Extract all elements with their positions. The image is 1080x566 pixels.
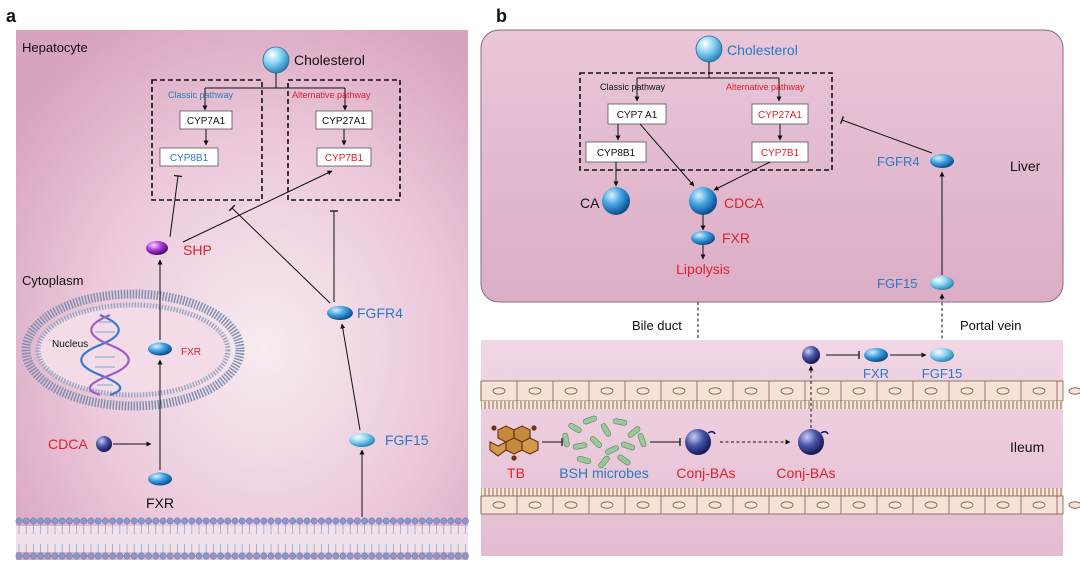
shp-inhibits-cyp8b1 xyxy=(169,174,183,238)
bsh-microbes-icon xyxy=(562,415,647,469)
ca-molecule xyxy=(602,187,630,215)
fgfr4-receptor-b xyxy=(930,154,954,168)
alternative-pathway-label: Alternative pathway xyxy=(292,90,371,100)
panel-b: b Cholesterol Classic pathway Alternativ… xyxy=(480,6,1080,556)
lipolysis-label: Lipolysis xyxy=(676,261,730,277)
alternative-pathway-label-b: Alternative pathway xyxy=(726,82,805,92)
bile-duct-label: Bile duct xyxy=(632,318,682,333)
fgf15-molecule xyxy=(349,433,375,447)
cholesterol-label-b: Cholesterol xyxy=(727,42,798,58)
cdca-label-b: CDCA xyxy=(724,195,764,211)
panel-a: a Hepatocyte Cholesterol Classic pathway… xyxy=(6,6,469,560)
brush-border-bottom xyxy=(481,488,1063,496)
cyp7a1-label: CYP7A1 xyxy=(187,116,226,127)
cyp7b1-box-b xyxy=(751,141,809,163)
cyp7a1-label-b: CYP7 A1 xyxy=(617,110,658,121)
portal-vein-label: Portal vein xyxy=(960,318,1021,333)
liver-label: Liver xyxy=(1010,158,1041,174)
ca-label: CA xyxy=(580,195,600,211)
fgfr4-label: FGFR4 xyxy=(357,305,403,321)
cholesterol-ball-b xyxy=(695,35,723,63)
cyp8b1-box xyxy=(159,147,219,167)
fgf15-label: FGF15 xyxy=(385,432,429,448)
dna-helix-icon xyxy=(80,313,130,397)
hepatocyte-background xyxy=(16,30,468,560)
fgf15-liver-molecule xyxy=(930,276,954,290)
cdca-molecule xyxy=(96,436,112,452)
conj-bas-label-2: Conj-BAs xyxy=(776,465,835,481)
epithelium-top-cell-row xyxy=(480,381,1080,401)
bsh-microbes-label: BSH microbes xyxy=(559,465,648,481)
cdca-label: CDCA xyxy=(48,436,88,452)
nucleus-label: Nucleus xyxy=(52,339,88,350)
cyp7b1-box xyxy=(316,147,372,167)
conj-ba-lumen-2 xyxy=(798,429,824,455)
fgfr4-inhibits-classic xyxy=(228,204,331,304)
ileum-label: Ileum xyxy=(1010,439,1044,455)
nuclear-membrane-inner xyxy=(35,302,231,398)
cell-membrane-bilayer xyxy=(15,517,469,560)
pathway-box-b xyxy=(579,72,833,171)
cholesterol-label: Cholesterol xyxy=(294,52,365,68)
classic-pathway-box xyxy=(151,79,263,201)
cyp8b1-label-b: CYP8B1 xyxy=(597,148,636,159)
fxr-ileum-label: FXR xyxy=(863,366,889,381)
classic-pathway-label: Classic pathway xyxy=(168,90,234,100)
fxr-ileum-molecule xyxy=(864,348,888,362)
conj-ba-lumen-1 xyxy=(685,429,711,455)
shp-molecule xyxy=(146,241,168,255)
nuclear-membrane-outer xyxy=(21,289,245,411)
fxr-liver-molecule xyxy=(691,231,715,245)
cytoplasm-label: Cytoplasm xyxy=(22,273,83,288)
panel-b-label: b xyxy=(496,6,507,26)
cyp7a1-box-b xyxy=(607,103,667,125)
fxr-liver-label: FXR xyxy=(722,230,750,246)
cholesterol-ball xyxy=(262,46,290,74)
conj-ba-enterocyte xyxy=(802,346,820,364)
liver-compartment xyxy=(480,29,1064,303)
fgfr4-receptor xyxy=(327,306,353,320)
fgf15-ileum-label: FGF15 xyxy=(922,366,962,381)
fxr-cyto-molecule xyxy=(148,472,172,486)
tb-molecule-icon xyxy=(489,425,539,461)
tb-label: TB xyxy=(507,465,525,481)
epithelium-bottom-cell-row xyxy=(480,496,1080,514)
classic-pathway-label-b: Classic pathway xyxy=(600,82,666,92)
cyp7b1-label: CYP7B1 xyxy=(325,153,364,164)
alternative-pathway-box xyxy=(287,79,401,201)
cyp8b1-label: CYP8B1 xyxy=(170,153,209,164)
conj-bas-label-1: Conj-BAs xyxy=(676,465,735,481)
panel-a-label: a xyxy=(6,6,17,26)
fgfr4-label-b: FGFR4 xyxy=(877,154,920,169)
fgf15-to-fgfr4-arrow xyxy=(340,323,361,431)
fxr-nuclear-molecule xyxy=(148,342,172,356)
cdca-molecule-b xyxy=(689,187,717,215)
cyp7b1-label-b: CYP7B1 xyxy=(761,148,800,159)
hepatocyte-label: Hepatocyte xyxy=(22,40,88,55)
shp-label: SHP xyxy=(183,242,212,258)
fgfr4-inhibits-pathway-b xyxy=(840,116,933,154)
fgf15-liver-label: FGF15 xyxy=(877,276,917,291)
shp-activates-cyp7b1 xyxy=(182,170,333,243)
fgf15-ileum-molecule xyxy=(930,348,954,362)
fxr-nuclear-label: FXR xyxy=(181,347,201,358)
fxr-cyto-label: FXR xyxy=(146,495,174,511)
cyp27a1-label-b: CYP27A1 xyxy=(758,110,802,121)
brush-border-top xyxy=(481,401,1063,409)
cyp27a1-label: CYP27A1 xyxy=(322,116,366,127)
ileum-compartment xyxy=(481,340,1063,556)
